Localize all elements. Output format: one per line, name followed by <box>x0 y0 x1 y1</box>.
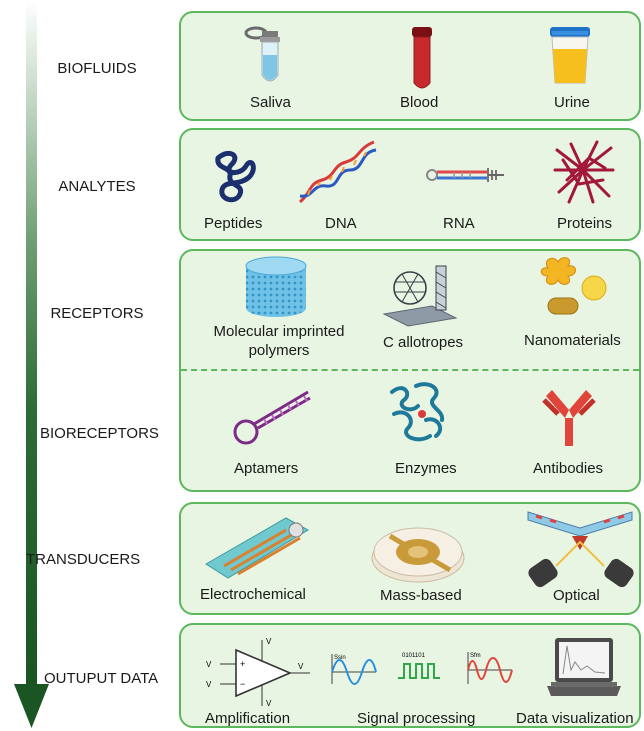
nanomaterials-icon <box>540 257 607 315</box>
mass-based-sensor-icon <box>371 527 465 583</box>
blood-tube-icon <box>412 27 432 89</box>
row-label-receptors: RECEPTORS <box>50 305 144 322</box>
caption-electrochemical: Electrochemical <box>200 586 306 603</box>
caption-molecular-imprinted-polymers: Molecular imprinted polymers <box>213 323 345 359</box>
enzyme-icon <box>390 382 445 442</box>
svg-text:V: V <box>266 699 272 708</box>
dna-icon <box>298 140 377 204</box>
molecular-imprinted-polymer-icon <box>245 256 307 317</box>
aptamer-icon <box>233 390 311 445</box>
row-label-transducers: TRANSDUCERS <box>26 551 141 568</box>
caption-signal-processing: Signal processing <box>357 710 476 727</box>
electrochemical-sensor-icon <box>205 517 310 579</box>
caption-urine: Urine <box>554 94 590 111</box>
caption-rna: RNA <box>443 215 475 232</box>
row-label-biofluids: BIOFLUIDS <box>57 60 137 77</box>
svg-text:0101101: 0101101 <box>402 653 426 659</box>
svg-text:V: V <box>298 662 304 671</box>
row-label-bioreceptors: BIORECEPTORS <box>40 425 159 442</box>
caption-amplification: Amplification <box>205 710 291 727</box>
caption-aptamers: Aptamers <box>234 460 299 477</box>
svg-text:Ssin: Ssin <box>334 655 346 661</box>
caption-saliva: Saliva <box>250 94 291 111</box>
sine-signal-icon: Ssin <box>331 654 377 685</box>
optical-sensor-icon <box>527 511 634 588</box>
svg-text:+: + <box>240 659 245 669</box>
c-allotropes-icon <box>382 265 458 327</box>
saliva-tube-icon <box>244 26 280 82</box>
row-label-analytes: ANALYTES <box>58 178 136 195</box>
rna-icon <box>426 168 504 182</box>
proteins-icon <box>553 140 615 204</box>
panel-analytes <box>179 128 641 241</box>
antibody-icon <box>542 390 596 446</box>
caption-enzymes: Enzymes <box>395 460 457 477</box>
urine-cup-icon <box>550 27 590 84</box>
amplifier-icon: + − V V V V V <box>206 637 310 708</box>
peptides-icon <box>215 150 256 203</box>
caption-dna: DNA <box>325 215 357 232</box>
svg-text:−: − <box>240 679 245 689</box>
caption-c-allotropes: C allotropes <box>383 334 464 351</box>
caption-nanomaterials: Nanomaterials <box>524 332 621 349</box>
caption-peptides: Peptides <box>204 215 263 232</box>
caption-mass-based: Mass-based <box>380 587 462 604</box>
laptop-chart-icon <box>547 638 621 696</box>
row-label-output-data: OUTUPUT DATA <box>44 670 159 687</box>
caption-data-visualization: Data visualization <box>516 710 634 727</box>
caption-proteins: Proteins <box>557 215 613 232</box>
caption-optical: Optical <box>553 587 600 604</box>
caption-blood: Blood <box>400 94 439 111</box>
svg-text:V: V <box>206 680 212 689</box>
svg-text:V: V <box>206 660 212 669</box>
modulated-signal-icon: Sfm <box>467 652 513 684</box>
svg-text:V: V <box>266 637 272 646</box>
receptor-divider <box>181 369 639 371</box>
caption-antibodies: Antibodies <box>533 460 604 477</box>
digital-signal-icon: 0101101 <box>398 653 440 679</box>
svg-text:Sfm: Sfm <box>470 653 481 659</box>
